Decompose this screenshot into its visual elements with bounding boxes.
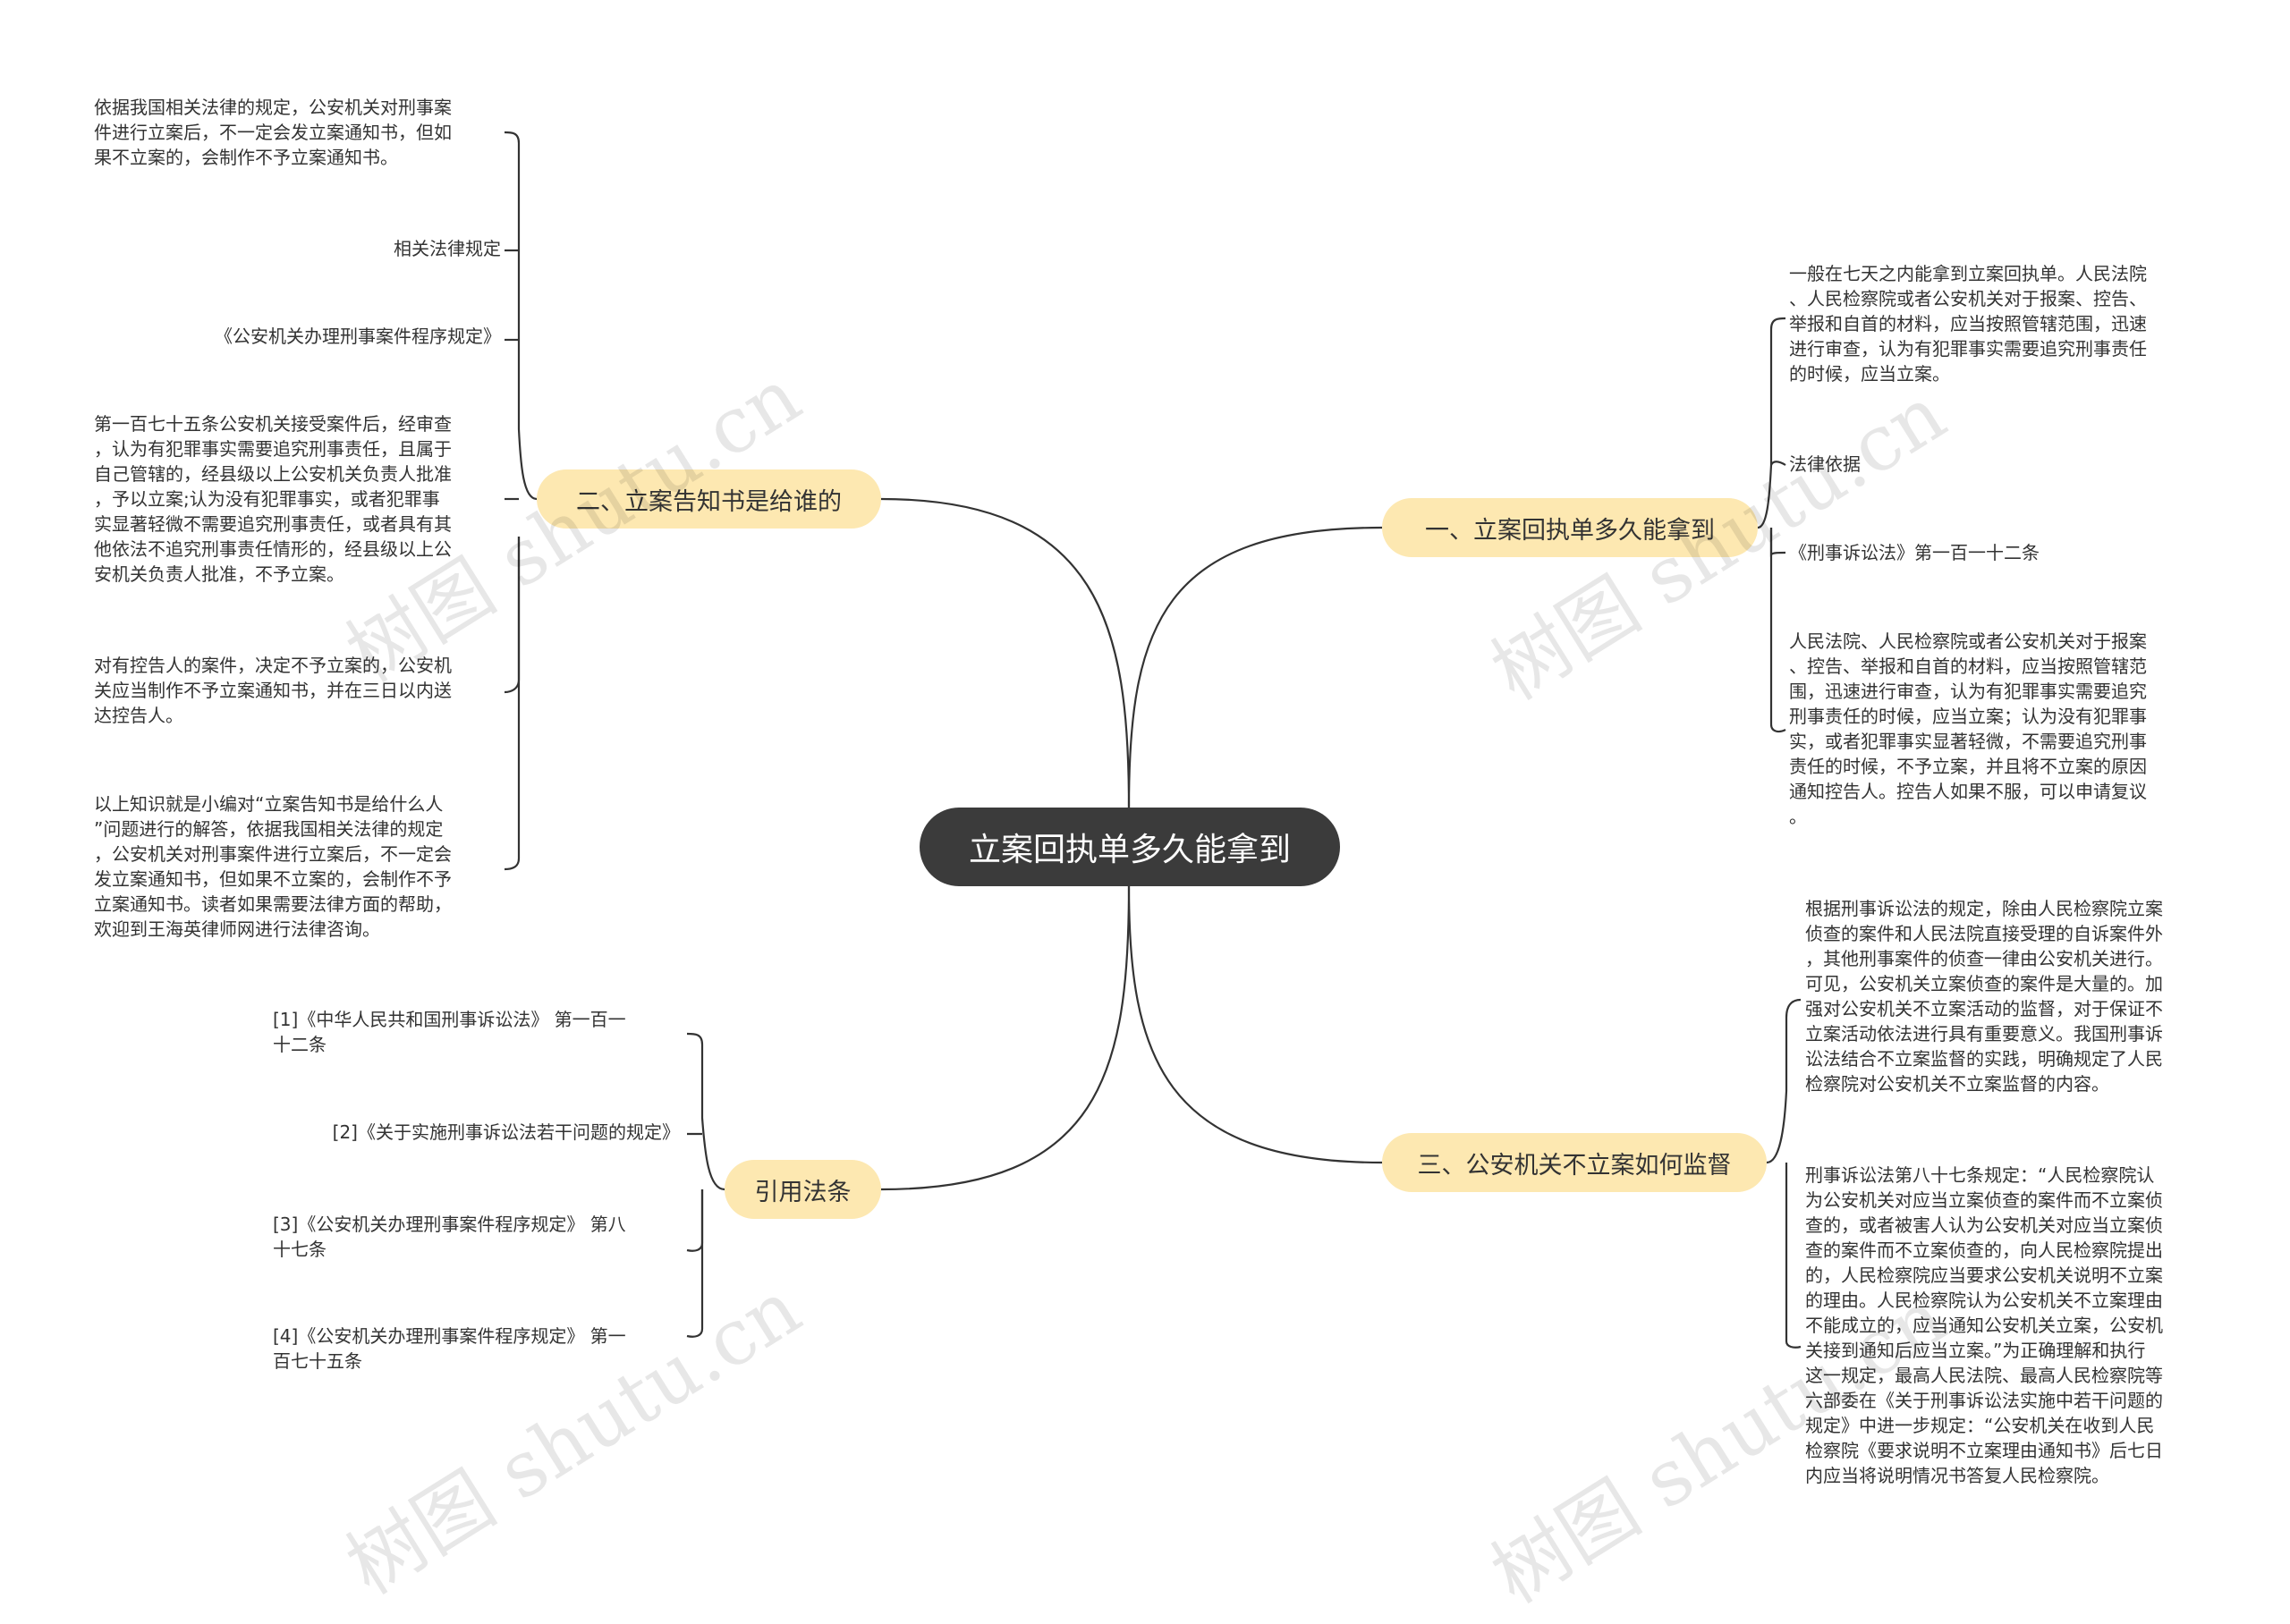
b2-leaf-2[interactable]: 相关法律规定 (394, 238, 501, 259)
link-b1-bracket (1757, 317, 1786, 529)
link-b3-bracket (1766, 998, 1802, 1164)
b2-leaf-3[interactable]: 《公安机关办理刑事案件程序规定》 (215, 326, 501, 347)
connector-lines (504, 131, 1802, 1349)
link-b4-bracket (686, 1032, 725, 1191)
b2-leaf-5[interactable]: 对有控告人的案件，决定不予立案的，公安机 关应当制作不予立案通知书，并在三日以内… (94, 655, 452, 726)
link-root-b4 (880, 885, 1131, 1191)
b4-leaf-2[interactable]: [2]《关于实施刑事诉讼法若干问题的规定》 (332, 1121, 680, 1143)
branch-1-topic[interactable]: 一、立案回执单多久能拿到 (1382, 498, 1758, 557)
b1-leaf-4[interactable]: 人民法院、人民检察院或者公安机关对于报案 、控告、举报和自首的材料，应当按照管辖… (1789, 630, 2147, 827)
link-root-b3 (1127, 885, 1383, 1164)
b1-leaf-3[interactable]: 《刑事诉讼法》第一百一十二条 (1789, 542, 2040, 563)
b3-leaf-2[interactable]: 刑事诉讼法第八十七条规定：“人民检察院认 为公安机关对应当立案侦查的案件而不立案… (1805, 1164, 2163, 1486)
b1-leaf-1[interactable]: 一般在七天之内能拿到立案回执单。人民法院 、人民检察院或者公安机关对于报案、控告… (1789, 263, 2147, 385)
link-root-b2 (880, 497, 1131, 808)
b4-leaf-1[interactable]: [1]《中华人民共和国刑事诉讼法》 第一百一 十二条 (273, 1009, 626, 1055)
branch-3-topic[interactable]: 三、公安机关不立案如何监督 (1382, 1133, 1767, 1192)
branch-2-topic[interactable]: 二、立案告知书是给谁的 (537, 469, 881, 529)
branch-4-topic[interactable]: 引用法条 (725, 1160, 881, 1219)
b4-leaf-4[interactable]: [4]《公安机关办理刑事案件程序规定》 第一 百七十五条 (273, 1325, 626, 1372)
b1-leaf-2[interactable]: 法律依据 (1789, 453, 1861, 475)
link-b2-bracket (504, 131, 538, 501)
b3-leaf-1[interactable]: 根据刑事诉讼法的规定，除由人民检察院立案 侦查的案件和人民法院直接受理的自诉案件… (1805, 898, 2163, 1095)
b4-leaf-3[interactable]: [3]《公安机关办理刑事案件程序规定》 第八 十七条 (273, 1214, 626, 1260)
b2-leaf-1[interactable]: 依据我国相关法律的规定，公安机关对刑事案 件进行立案后，不一定会发立案通知书，但… (94, 97, 452, 168)
link-root-b1 (1127, 526, 1383, 808)
root-topic[interactable]: 立案回执单多久能拿到 (920, 808, 1340, 886)
b2-leaf-4[interactable]: 第一百七十五条公安机关接受案件后，经审查 ，认为有犯罪事实需要追究刑事责任，且属… (94, 413, 452, 585)
b2-leaf-6[interactable]: 以上知识就是小编对“立案告知书是给什么人 ”问题进行的解答，依据我国相关法律的规… (94, 793, 452, 940)
